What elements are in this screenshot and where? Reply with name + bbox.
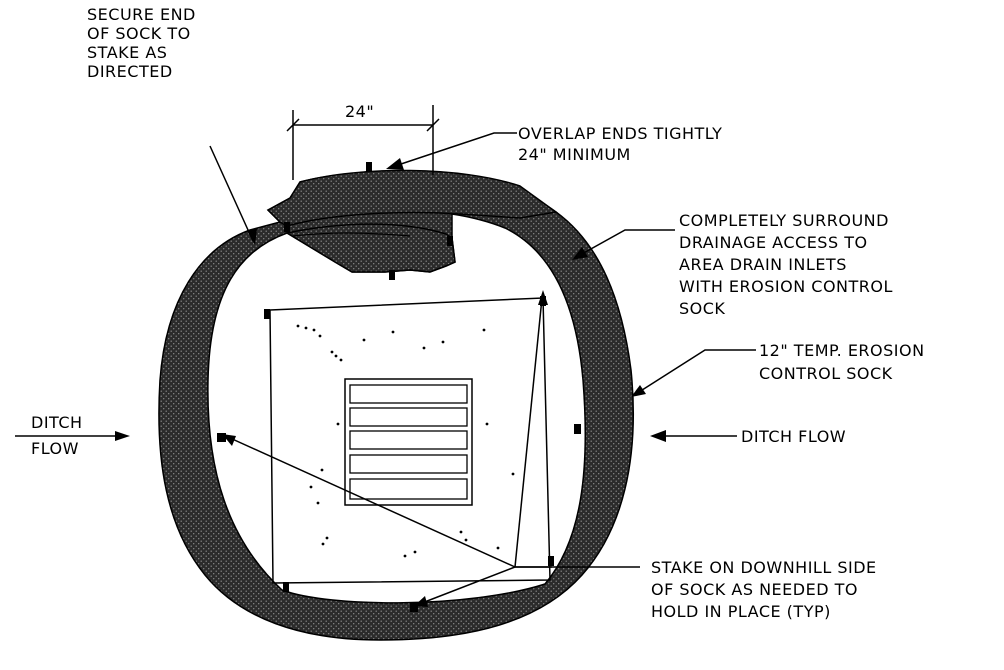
stake — [264, 309, 270, 319]
stake — [284, 222, 290, 232]
stake — [389, 270, 395, 280]
label-secure-end: SECURE END OF SOCK TO STAKE AS DIRECTED — [87, 5, 201, 81]
inlet-area — [269, 297, 551, 584]
label-stake-note: STAKE ON DOWNHILL SIDE OF SOCK AS NEEDED… — [651, 558, 882, 621]
label-dimension: 24" — [345, 102, 374, 121]
dimension-24in — [286, 105, 440, 180]
inlet-grate — [344, 378, 473, 506]
label-overlap: OVERLAP ENDS TIGHTLY 24" MINIMUM — [518, 124, 728, 164]
stake — [217, 433, 226, 442]
label-ditch-flow-left: DITCH FLOW — [31, 413, 88, 458]
stake — [410, 602, 418, 612]
inlet-speckle — [296, 324, 515, 558]
label-ditch-flow-right: DITCH FLOW — [741, 427, 846, 446]
inlet-grate-outline — [269, 297, 551, 584]
stake — [574, 424, 581, 434]
labels: SECURE END OF SOCK TO STAKE AS DIRECTED … — [31, 5, 930, 621]
label-surround: COMPLETELY SURROUND DRAINAGE ACCESS TO A… — [679, 211, 899, 318]
stake — [548, 556, 554, 566]
leaders — [15, 132, 756, 607]
stake — [283, 582, 289, 592]
label-sock-size: 12" TEMP. EROSION CONTROL SOCK — [759, 341, 930, 383]
sock-top-end — [266, 169, 558, 227]
stake — [447, 236, 453, 246]
sock-overlap-end — [284, 223, 456, 273]
stake — [366, 162, 372, 172]
